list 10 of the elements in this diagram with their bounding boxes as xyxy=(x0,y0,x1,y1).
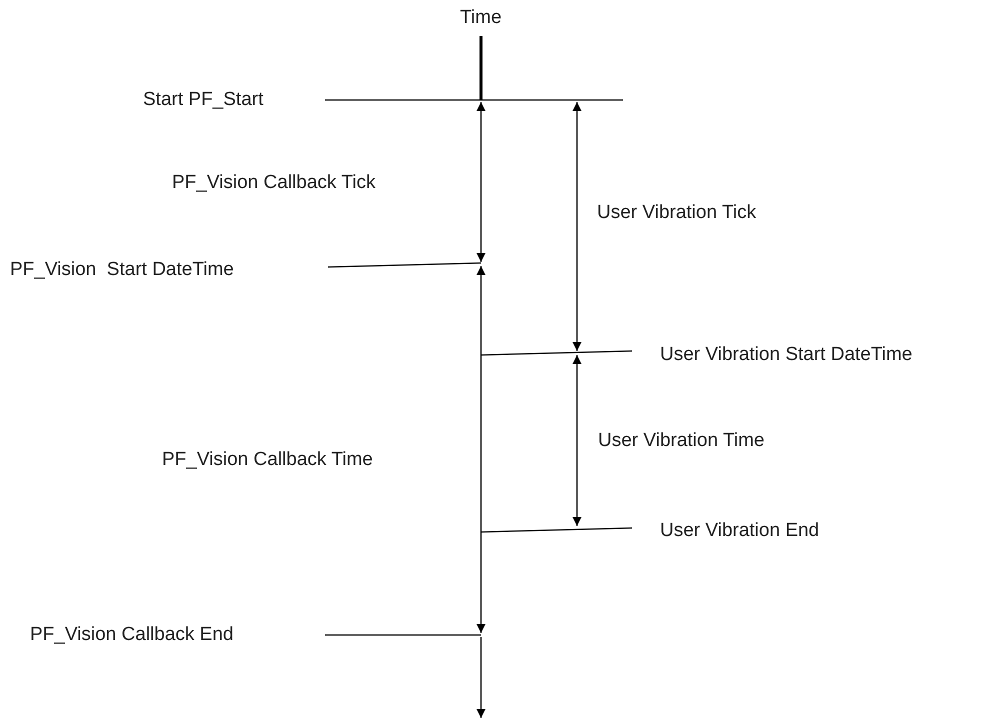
axis-label: Time xyxy=(460,7,502,29)
event-label: User Vibration End xyxy=(660,520,820,542)
event-label: User Vibration Start DateTime xyxy=(660,344,912,366)
duration-label: PF_Vision Callback Tick xyxy=(172,172,376,194)
event-label: PF_Vision Callback End xyxy=(30,624,234,646)
duration-label: User Vibration Time xyxy=(598,430,764,452)
duration-label: User Vibration Tick xyxy=(597,202,756,224)
event-label: PF_Vision Start DateTime xyxy=(10,259,234,281)
event-label: Start PF_Start xyxy=(143,89,264,111)
duration-label: PF_Vision Callback Time xyxy=(162,449,373,471)
